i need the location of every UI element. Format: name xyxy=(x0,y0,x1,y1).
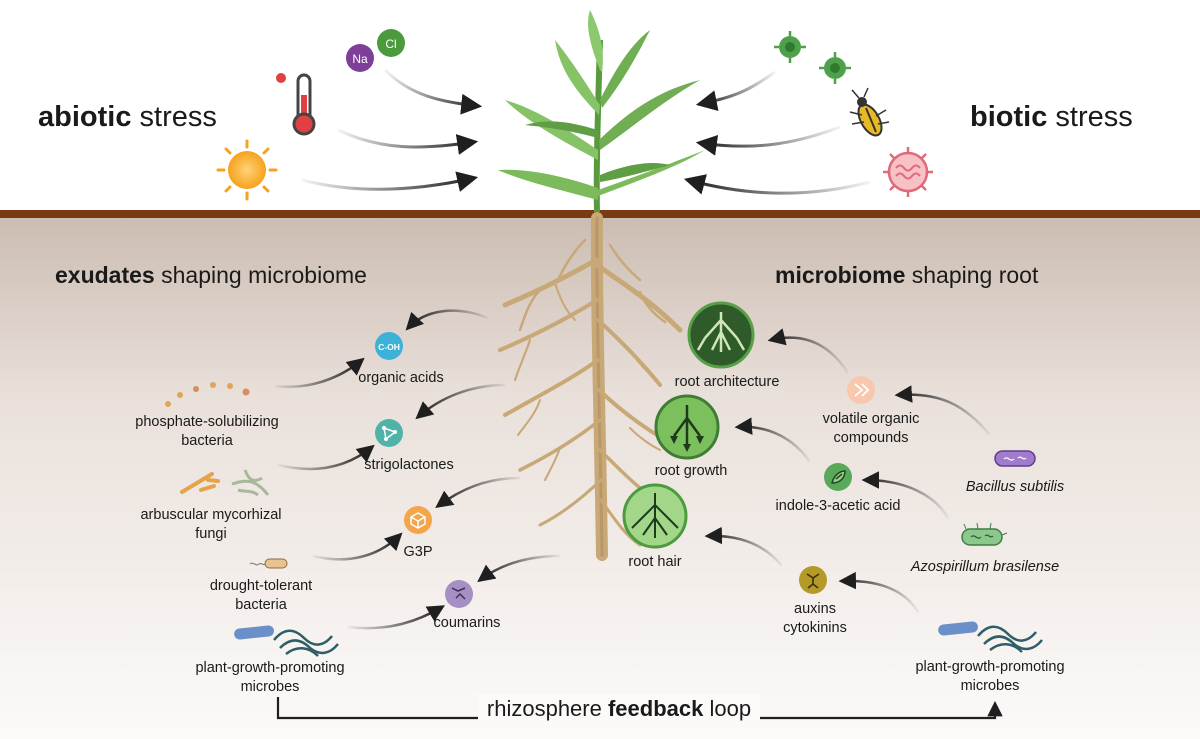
svg-text:C-OH: C-OH xyxy=(378,342,400,352)
feedback-loop-label: rhizosphere feedback loop xyxy=(487,696,751,721)
psb-label-1: phosphate-solubilizing xyxy=(135,414,279,430)
fungi-icon xyxy=(180,469,270,497)
dtb-label-1: drought-tolerant xyxy=(210,578,312,594)
pathogen-icon xyxy=(774,31,851,84)
abiotic-stress-title: abiotic stress xyxy=(38,101,217,133)
bacillus-icon xyxy=(994,450,1036,467)
microbiome-section-title: microbiome shaping root xyxy=(775,262,1039,288)
iaa-label: indole-3-acetic acid xyxy=(776,498,901,514)
auxins-label-2: cytokinins xyxy=(783,620,847,636)
svg-text:Na: Na xyxy=(352,52,368,66)
amf-label-2: fungi xyxy=(195,526,226,542)
auxins-icon xyxy=(799,566,827,594)
root-architecture-icon xyxy=(687,301,755,369)
stress-arrows xyxy=(301,68,871,195)
g3p-icon xyxy=(404,506,432,534)
phosphate-bacteria-icon xyxy=(165,382,250,407)
strigolactones-icon xyxy=(375,419,403,447)
insect-icon xyxy=(849,87,890,137)
g3p-label: G3P xyxy=(403,544,432,560)
coumarins-icon xyxy=(445,580,473,608)
psb-label-2: bacteria xyxy=(181,433,234,449)
thermometer-icon xyxy=(276,73,316,136)
bacillus-label: Bacillus subtilis xyxy=(966,479,1064,495)
microbiome-arrows xyxy=(704,328,991,613)
root-architecture-label: root architecture xyxy=(675,374,780,390)
azospirillum-icon xyxy=(961,522,1008,546)
exudate-arrows xyxy=(274,309,561,630)
iaa-icon xyxy=(824,463,852,491)
pgpm-left-label-2: microbes xyxy=(241,679,300,695)
strigolactones-label: strigolactones xyxy=(364,457,453,473)
amf-label-1: arbuscular mycorhizal xyxy=(140,507,281,523)
sun-icon xyxy=(216,139,278,201)
pgpm-right-label-2: microbes xyxy=(961,678,1020,694)
root-hair-label: root hair xyxy=(628,554,681,570)
coumarins-label: coumarins xyxy=(434,615,501,631)
drought-bacteria-icon xyxy=(249,558,288,569)
root-growth-icon xyxy=(654,394,720,460)
virus-icon xyxy=(883,147,933,197)
pgpm-right-icon xyxy=(938,621,1043,653)
root-growth-label: root growth xyxy=(655,463,728,479)
pgpm-right-label-1: plant-growth-promoting xyxy=(915,659,1064,675)
dtb-label-2: bacteria xyxy=(235,597,288,613)
pgpm-left-icon xyxy=(234,625,339,657)
plant-shoot-icon xyxy=(498,10,705,213)
biotic-stress-title: biotic stress xyxy=(970,101,1133,133)
pgpm-left-label-1: plant-growth-promoting xyxy=(195,660,344,676)
voc-label-1: volatile organic xyxy=(823,411,920,427)
organic-acids-label: organic acids xyxy=(358,370,443,386)
root-hair-icon xyxy=(622,483,688,549)
organic-acids-icon: C-OH xyxy=(375,332,403,360)
exudates-section-title: exudates shaping microbiome xyxy=(55,262,367,288)
azospirillum-label: Azospirillum brasilense xyxy=(910,559,1059,575)
auxins-label-1: auxins xyxy=(794,601,836,617)
voc-label-2: compounds xyxy=(834,430,909,446)
voc-icon xyxy=(847,376,875,404)
svg-text:Cl: Cl xyxy=(385,37,396,51)
salt-ions-icon: Na Cl xyxy=(346,29,405,72)
feedback-label-bg xyxy=(478,694,760,724)
